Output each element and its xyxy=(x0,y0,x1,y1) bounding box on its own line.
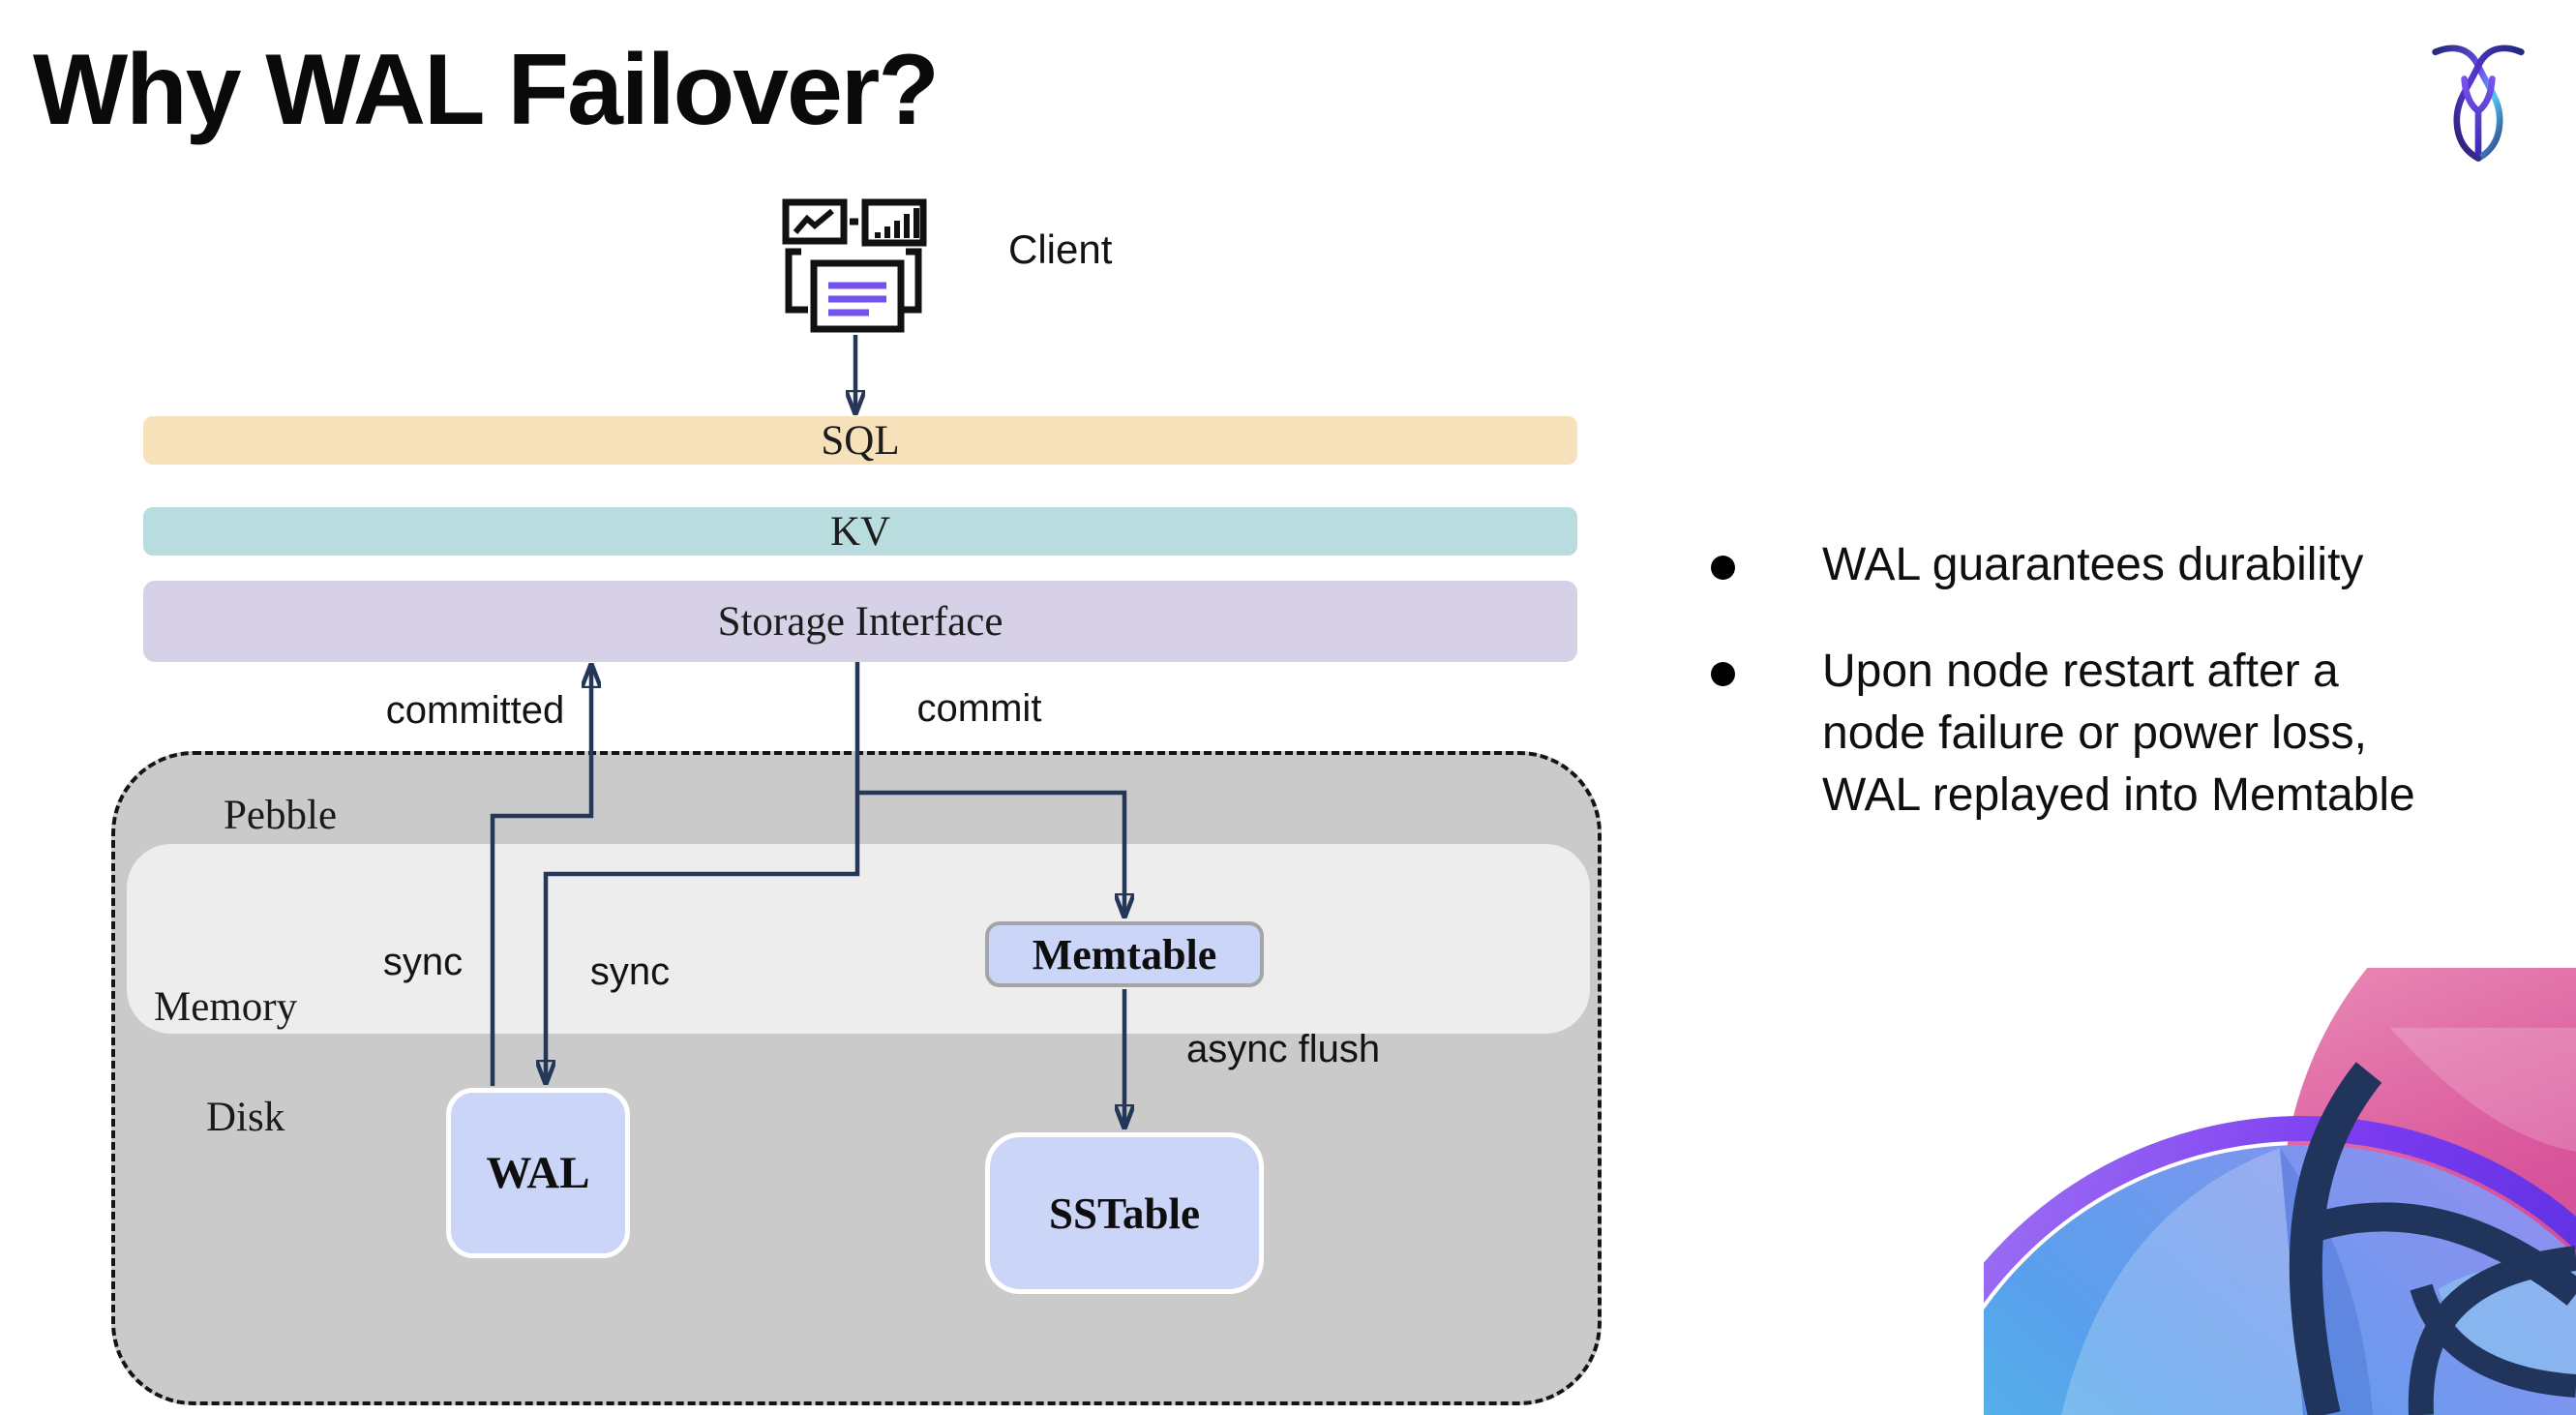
storage-interface-layer-bar: Storage Interface xyxy=(143,581,1577,662)
cockroachdb-logo-icon xyxy=(2432,45,2525,162)
memtable-node: Memtable xyxy=(985,921,1264,987)
bullet-text: WAL guarantees durability xyxy=(1822,534,2363,596)
bullet-line: WAL replayed into Memtable xyxy=(1822,769,2415,821)
logo-body-right xyxy=(2432,45,2503,162)
logo-body-left xyxy=(2453,45,2525,162)
brand-decoration xyxy=(1984,968,2576,1415)
bullet-dot-icon xyxy=(1711,662,1735,686)
client-icon xyxy=(782,198,927,333)
committed-label: committed xyxy=(385,689,565,732)
chart-line-icon xyxy=(782,198,848,245)
page-title: Why WAL Failover? xyxy=(33,34,940,146)
commit-label: commit xyxy=(916,687,1042,730)
wal-node: WAL xyxy=(446,1088,630,1258)
chart-bar-icon xyxy=(861,198,927,247)
memory-label: Memory xyxy=(154,984,298,1030)
disk-label: Disk xyxy=(206,1095,285,1140)
kv-layer-bar: KV xyxy=(143,507,1577,556)
sstable-node: SSTable xyxy=(985,1132,1264,1294)
async-flush-label: async flush xyxy=(1186,1028,1381,1070)
bullet-line: WAL guarantees durability xyxy=(1822,539,2364,590)
overlapping-circles-art xyxy=(1984,968,2576,1415)
bullet-list: WAL guarantees durability Upon node rest… xyxy=(1711,534,2576,871)
bullet-dot-icon xyxy=(1711,556,1735,580)
bullet-line: Upon node restart after a xyxy=(1822,646,2339,697)
logo-inner-stem xyxy=(2461,75,2496,156)
pebble-label: Pebble xyxy=(224,793,338,838)
sync-label-left: sync xyxy=(382,941,464,983)
memory-band xyxy=(127,844,1590,1034)
list-item: Upon node restart after a node failure o… xyxy=(1711,641,2576,827)
bullet-line: node failure or power loss, xyxy=(1822,708,2367,759)
document-icon xyxy=(785,248,922,333)
bullet-text: Upon node restart after a node failure o… xyxy=(1822,641,2415,827)
sql-layer-bar: SQL xyxy=(143,416,1577,465)
sync-label-right: sync xyxy=(589,950,671,993)
list-item: WAL guarantees durability xyxy=(1711,534,2576,596)
client-label: Client xyxy=(1008,226,1113,272)
